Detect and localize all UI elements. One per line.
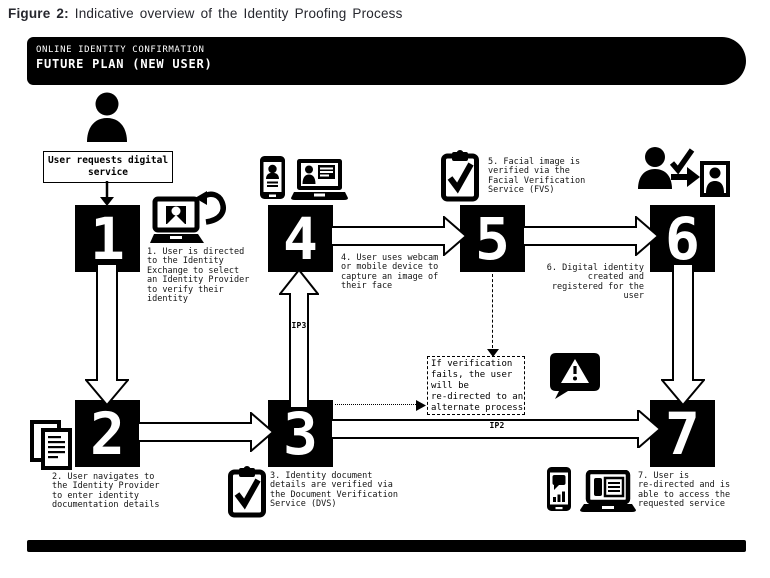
step-desc-2: 2. User navigates to the Identity Provid… [52, 472, 160, 511]
step-desc-3: 3. Identity document details are verifie… [270, 471, 398, 510]
step-desc-1: 1. User is directed to the Identity Exch… [147, 247, 250, 305]
arrow-3-to-4 [279, 270, 319, 408]
step-box-2: 2 [75, 399, 140, 468]
diagram-title-line1: ONLINE IDENTITY CONFIRMATION [36, 45, 205, 55]
arrow-1-to-2 [85, 264, 129, 407]
step-number-4: 4 [283, 204, 318, 273]
diagram-footer-bar [27, 540, 746, 552]
arrow-3-to-7 [331, 410, 662, 448]
diagram-title-bar: ONLINE IDENTITY CONFIRMATION FUTURE PLAN… [27, 37, 746, 85]
document-verification-icon [228, 466, 266, 522]
step-box-5: 5 [460, 204, 525, 273]
dashed-arrowhead-down [487, 349, 499, 357]
warning-icon [549, 352, 601, 404]
step-box-3: 3 [268, 399, 333, 468]
step-desc-7: 7. User is re-directed and is able to ac… [638, 471, 731, 510]
arrow-label-ip2: IP2 [489, 421, 505, 430]
documents-icon [30, 420, 74, 474]
step-number-2: 2 [90, 399, 125, 468]
step-box-1: 1 [75, 204, 140, 273]
laptop-id-icon [291, 158, 348, 205]
failure-note-box: If verification fails, the user will be … [427, 356, 525, 415]
start-label-box: User requests digital service [43, 151, 173, 183]
step-number-1: 1 [90, 204, 125, 273]
step-number-3: 3 [283, 399, 318, 468]
user-icon [84, 92, 130, 146]
figure-caption: Figure 2: Indicative overview of the Ide… [8, 6, 403, 21]
arrow-4-to-5 [331, 216, 468, 256]
step-box-6: 6 [650, 204, 715, 273]
phone-app-icon [546, 466, 572, 516]
step-desc-6: 6. Digital identity created and register… [546, 263, 644, 302]
arrow-label-ip3: IP3 [291, 321, 307, 330]
step-box-7: 7 [650, 399, 715, 468]
arrow-6-to-7 [661, 264, 705, 407]
step-desc-4: 4. User uses webcam or mobile device to … [341, 253, 439, 292]
dashed-line-5-to-failure [492, 274, 493, 348]
arrow-2-to-3 [138, 412, 275, 452]
dotted-line-3-to-failure [335, 404, 416, 405]
figure-caption-label: Figure 2: [8, 6, 69, 21]
facial-verification-icon [441, 150, 479, 206]
identity-exchange-icon [150, 190, 232, 256]
step-box-4: 4 [268, 204, 333, 273]
user-approved-photo-icon [638, 146, 730, 204]
phone-user-icon [259, 155, 286, 204]
figure-caption-text: Indicative overview of the Identity Proo… [68, 6, 403, 21]
laptop-service-icon [580, 469, 636, 518]
step-number-7: 7 [665, 399, 700, 468]
step-desc-5: 5. Facial image is verified via the Faci… [488, 157, 586, 196]
arrow-start-to-1 [100, 181, 114, 206]
dotted-arrowhead-right [416, 400, 426, 411]
step-number-6: 6 [665, 204, 700, 273]
step-number-5: 5 [475, 204, 510, 273]
diagram-title-line2: FUTURE PLAN (NEW USER) [36, 57, 213, 71]
arrow-5-to-6 [523, 216, 660, 256]
